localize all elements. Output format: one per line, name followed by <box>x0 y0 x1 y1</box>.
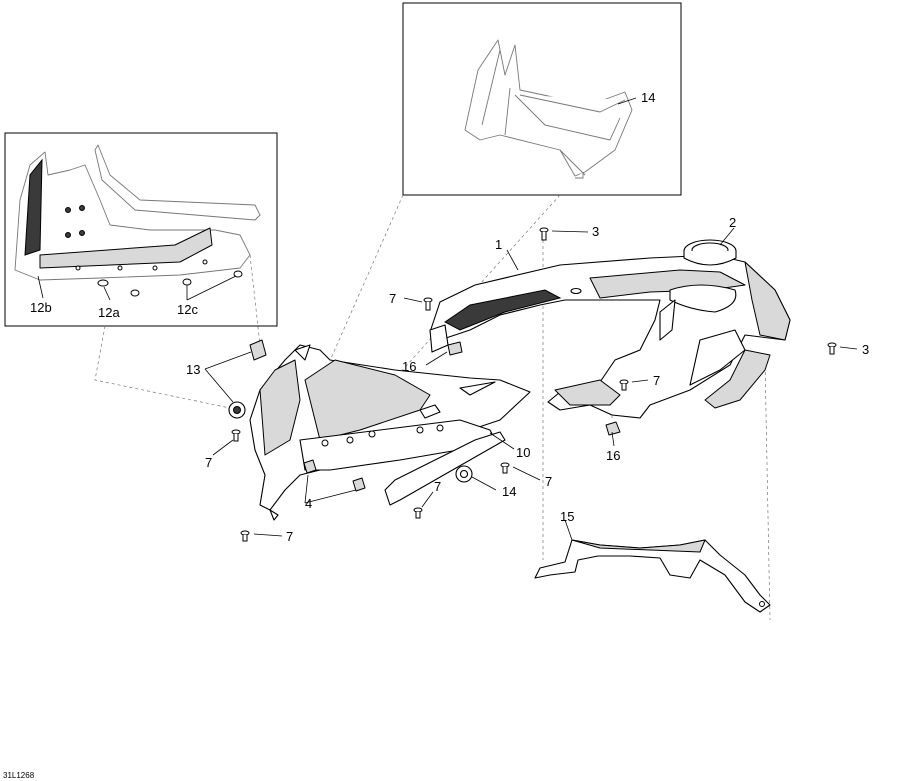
fairing-detail-inset-frame <box>4 132 278 327</box>
callout-12b: 12b <box>30 300 52 315</box>
windshield-inset-frame <box>402 2 682 196</box>
support-bracket-part <box>534 539 771 613</box>
screw-3-top <box>539 227 549 241</box>
callout-16-upper: 16 <box>402 359 416 374</box>
callout-7-left: 7 <box>205 455 212 470</box>
callout-7-center: 7 <box>545 474 552 489</box>
grommet-13-bottom <box>228 401 246 419</box>
callout-7-mid: 7 <box>653 373 660 388</box>
callout-7-bottom: 7 <box>286 529 293 544</box>
screw-7-lower <box>413 507 423 519</box>
callout-4: 4 <box>305 496 312 511</box>
callout-16-lower: 16 <box>606 448 620 463</box>
clip-4-left <box>303 459 317 474</box>
fairing-detail-part <box>14 144 261 297</box>
figure-code: 31L1268 <box>3 771 35 780</box>
front-fairing-part <box>249 344 531 521</box>
callout-7-lower: 7 <box>434 479 441 494</box>
screw-7-upper <box>423 297 433 311</box>
callout-14-windshield: 14 <box>641 90 655 105</box>
callout-1: 1 <box>495 237 502 252</box>
screw-7-center <box>500 462 510 474</box>
hardware-group <box>228 227 837 542</box>
grommet-13-top <box>249 339 267 361</box>
callout-12a: 12a <box>98 305 120 320</box>
callout-10: 10 <box>516 445 530 460</box>
callout-labels: 14 1 2 3 3 7 16 7 16 10 7 14 7 7 7 13 4 … <box>30 90 869 544</box>
screw-3-right <box>827 342 837 355</box>
callout-2: 2 <box>729 215 736 230</box>
windshield-part <box>464 39 633 179</box>
screw-7-mid <box>619 379 629 391</box>
callout-7-upper: 7 <box>389 291 396 306</box>
fuel-ring-part <box>683 239 737 266</box>
callout-13: 13 <box>186 362 200 377</box>
screw-7-left <box>231 429 241 442</box>
callout-12c: 12c <box>177 302 198 317</box>
callout-14-grommet: 14 <box>502 484 516 499</box>
callout-3-right: 3 <box>862 342 869 357</box>
grommet-14 <box>455 465 473 483</box>
clip-16-upper <box>447 341 463 356</box>
clip-16-lower <box>605 421 621 436</box>
callout-15: 15 <box>560 509 574 524</box>
leader-lines <box>37 97 858 541</box>
upper-body-panel <box>429 254 791 419</box>
clip-4-right <box>352 477 366 492</box>
screw-7-bottom <box>240 530 250 542</box>
callout-3-top: 3 <box>592 224 599 239</box>
